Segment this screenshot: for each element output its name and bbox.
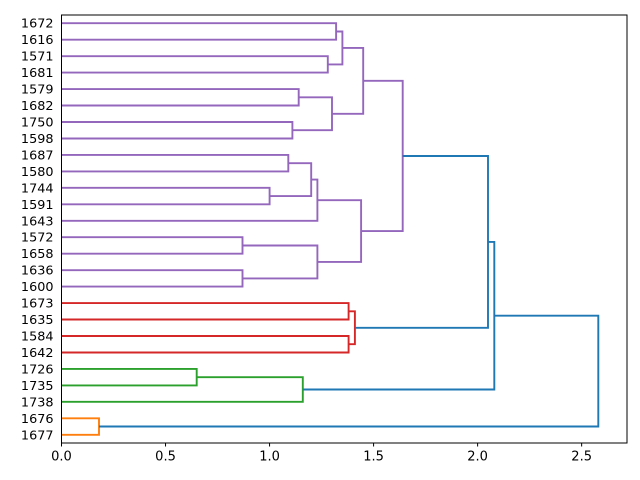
x-tick-label: 0.5 xyxy=(155,450,176,465)
dendrogram-link-purple xyxy=(61,269,244,288)
dendrogram-link-purple xyxy=(327,30,344,66)
dendrogram-link-blue xyxy=(354,155,489,329)
dendrogram-link-red xyxy=(61,335,350,354)
leaf-label: 1584 xyxy=(21,330,54,345)
leaf-label: 1598 xyxy=(21,132,54,147)
x-tick-label: 0.0 xyxy=(51,450,72,465)
x-tick-label: 2.5 xyxy=(571,450,592,465)
leaf-label: 1600 xyxy=(21,280,54,295)
plot-border xyxy=(61,14,628,444)
leaf-label: 1735 xyxy=(21,379,54,394)
dendrogram-link-orange xyxy=(61,417,100,436)
dendrogram-link-purple xyxy=(61,236,244,255)
dendrogram-link-purple xyxy=(317,199,363,263)
dendrogram-link-purple xyxy=(242,244,319,280)
dendrogram-link-purple xyxy=(61,88,300,107)
dendrogram-link-blue xyxy=(99,314,600,428)
dendrogram-link-red xyxy=(61,302,350,321)
leaf-label: 1738 xyxy=(21,395,54,410)
leaf-label: 1616 xyxy=(21,33,54,48)
leaf-label: 1571 xyxy=(21,50,54,65)
dendrogram-link-purple xyxy=(332,46,365,115)
dendrogram-link-blue xyxy=(302,240,496,391)
dendrogram-link-purple xyxy=(61,186,271,206)
leaf-label: 1687 xyxy=(21,148,54,163)
x-tick-label: 2.0 xyxy=(467,450,488,465)
x-tick-label: 1.0 xyxy=(259,450,280,465)
dendrogram-link-purple xyxy=(361,79,404,233)
leaf-label: 1726 xyxy=(21,362,54,377)
dendrogram-link-purple xyxy=(269,162,313,198)
leaf-label: 1750 xyxy=(21,116,54,131)
leaf-label: 1682 xyxy=(21,99,54,114)
x-tick-label: 1.5 xyxy=(363,450,384,465)
leaf-label: 1677 xyxy=(21,428,54,443)
dendrogram-link-green xyxy=(61,376,304,403)
dendrogram-link-purple xyxy=(61,153,290,173)
leaf-label: 1572 xyxy=(21,231,54,246)
leaf-label: 1681 xyxy=(21,66,54,81)
leaf-label: 1643 xyxy=(21,214,54,229)
dendrogram-link-purple xyxy=(61,121,294,140)
leaf-label: 1673 xyxy=(21,297,54,312)
leaf-label: 1744 xyxy=(21,181,54,196)
leaf-label: 1635 xyxy=(21,313,54,328)
leaf-label: 1636 xyxy=(21,264,54,279)
dendrogram-link-green xyxy=(61,367,198,387)
leaf-label: 1672 xyxy=(21,17,54,32)
leaf-label: 1658 xyxy=(21,247,54,262)
leaf-label: 1642 xyxy=(21,346,54,361)
leaf-label: 1591 xyxy=(21,198,54,213)
leaf-label: 1580 xyxy=(21,165,54,180)
dendrogram-link-purple xyxy=(61,178,319,222)
dendrogram-link-purple xyxy=(61,55,329,74)
leaf-label: 1579 xyxy=(21,83,54,98)
leaf-label: 1676 xyxy=(21,412,54,427)
dendrogram-link-purple xyxy=(61,22,338,41)
